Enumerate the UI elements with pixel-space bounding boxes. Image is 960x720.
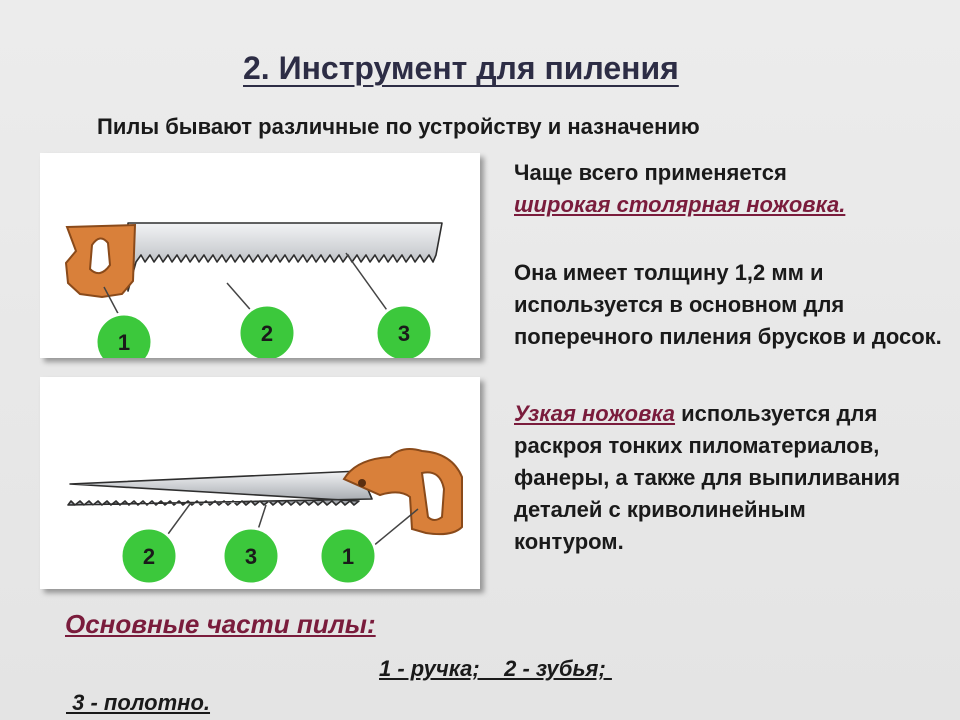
svg-text:3: 3 — [245, 544, 257, 569]
narrow-saw-handle-opening — [420, 471, 446, 521]
svg-text:1: 1 — [118, 330, 130, 355]
narrow-saw-badge-blade: 3 — [221, 526, 281, 586]
wide-saw-name: широкая столярная ножовка. — [514, 192, 846, 217]
wide-saw-badge-blade: 3 — [374, 303, 434, 358]
keyhole-saw-icon: 2 3 1 — [67, 448, 463, 586]
wide-handsaw-icon: 1 2 3 — [64, 222, 443, 358]
wide-saw-intro-text: Чаще всего применяется — [514, 160, 787, 185]
wide-saw-intro: Чаще всего применяется широкая столярная… — [514, 157, 845, 221]
parts-heading: Основные части пилы: — [65, 609, 376, 639]
svg-text:1: 1 — [342, 544, 354, 569]
narrow-saw-name: Узкая ножовка — [514, 401, 676, 426]
wide-saw-badge-handle: 1 — [94, 312, 154, 358]
parts-line-2: 3 - полотно. — [66, 690, 211, 715]
svg-text:3: 3 — [398, 321, 410, 346]
narrow-saw-description-text: используется для раскроя тонких пиломате… — [514, 401, 901, 554]
wide-saw-handle-grip — [88, 237, 112, 275]
wide-saw-illustration: 1 2 3 — [40, 153, 480, 358]
wide-saw-blade — [127, 222, 443, 292]
parts-line-1: 1 - ручка; 2 - зубья; — [379, 656, 612, 681]
svg-text:2: 2 — [261, 321, 273, 346]
narrow-saw-illustration: 2 3 1 — [40, 377, 480, 589]
narrow-saw-blade — [67, 470, 373, 506]
wide-saw-description: Она имеет толщину 1,2 мм и используется … — [514, 260, 942, 349]
page-subtitle: Пилы бывают различные по устройству и на… — [97, 114, 700, 139]
narrow-saw-badge-handle: 1 — [318, 526, 378, 586]
page-title: 2. Инструмент для пиления — [243, 50, 679, 86]
svg-text:2: 2 — [143, 544, 155, 569]
narrow-saw-badge-teeth: 2 — [119, 526, 179, 586]
narrow-saw-description: Узкая ножовка используется для раскроя т… — [514, 398, 914, 558]
wide-saw-badge-teeth: 2 — [237, 303, 297, 358]
